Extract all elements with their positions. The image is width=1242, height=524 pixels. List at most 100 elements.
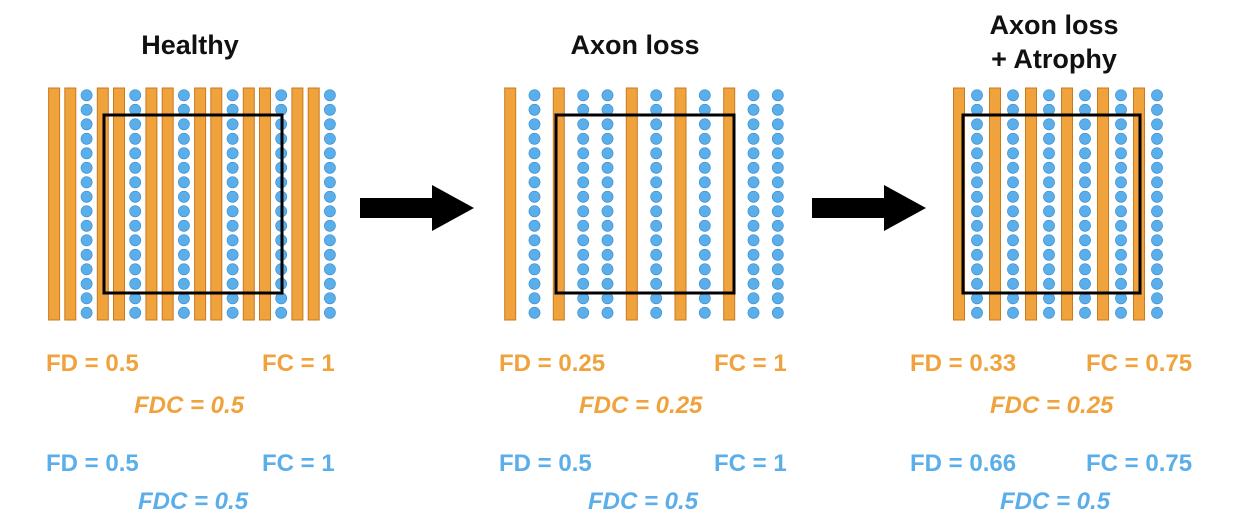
- blue-fiber-cross-section: [528, 161, 541, 174]
- blue-fiber-cross-section: [601, 248, 614, 261]
- blue-fiber-cross-section: [323, 292, 336, 305]
- blue-fiber-cross-section: [323, 205, 336, 218]
- blue-fiber-cross-section: [1079, 277, 1091, 290]
- blue-fiber-cross-section: [771, 190, 784, 203]
- blue-fiber-cross-section: [129, 263, 142, 276]
- blue-fiber-cross-section: [1151, 234, 1163, 247]
- panel-healthy: Healthy FD = 0.5 FC = 1 FDC = 0.5 FD = 0…: [0, 0, 400, 524]
- blue-fiber-cross-section: [1115, 277, 1127, 290]
- blue-fiber-cross-section: [80, 89, 93, 102]
- panel-title-line: Healthy: [141, 30, 239, 60]
- blue-fiber-cross-section: [528, 190, 541, 203]
- blue-fiber-cross-section: [1007, 132, 1019, 145]
- blue-fiber-cross-section: [771, 277, 784, 290]
- blue-fiber-cross-section: [577, 205, 590, 218]
- blue-fiber-cross-section: [80, 277, 93, 290]
- blue-fiber-cross-section: [1007, 190, 1019, 203]
- blue-fiber-cross-section: [226, 306, 239, 319]
- blue-fiber-cross-section: [177, 205, 190, 218]
- fiber-diagram: [48, 87, 336, 321]
- blue-fiber-cross-section: [129, 176, 142, 189]
- blue-fiber-cross-section: [80, 147, 93, 160]
- blue-fiber-cross-section: [577, 147, 590, 160]
- blue-fiber-cross-section: [323, 234, 336, 247]
- blue-fiber-cross-section: [177, 263, 190, 276]
- blue-fiber-cross-section: [747, 176, 760, 189]
- blue-fiber-cross-section: [1079, 263, 1091, 276]
- blue-fiber-cross-section: [1151, 292, 1163, 305]
- blue-fiber-cross-section: [1115, 306, 1127, 319]
- blue-fiber-cross-section: [771, 161, 784, 174]
- blue-fiber-cross-section: [1079, 190, 1091, 203]
- blue-fiber-cross-section: [650, 205, 663, 218]
- blue-fiber-cross-section: [528, 103, 541, 116]
- blue-fiber-cross-section: [226, 234, 239, 247]
- blue-fiber-cross-section: [1007, 161, 1019, 174]
- blue-fiber-cross-section: [971, 205, 983, 218]
- blue-fiber-cross-section: [1151, 118, 1163, 131]
- panel-title-line: + Atrophy: [991, 44, 1117, 74]
- blue-fiber-cross-section: [650, 248, 663, 261]
- blue-fiber-cross-section: [1007, 205, 1019, 218]
- orange-fiber: [307, 87, 320, 321]
- blue-fiber-cross-section: [129, 306, 142, 319]
- blue-fiber-cross-section: [1007, 234, 1019, 247]
- blue-fiber-cross-section: [323, 147, 336, 160]
- blue-fiber-cross-section: [80, 132, 93, 145]
- blue-fiber-cross-section: [1151, 89, 1163, 102]
- blue-fiber-cross-section: [601, 176, 614, 189]
- orange-fiber: [1061, 87, 1073, 321]
- blue-fiber-cross-section: [971, 219, 983, 232]
- blue-fiber-cross-section: [601, 219, 614, 232]
- voxel-box: [554, 113, 736, 295]
- blue-fiber-cross-section: [577, 219, 590, 232]
- blue-fiber-cross-section: [80, 292, 93, 305]
- blue-fiber-cross-section: [177, 132, 190, 145]
- blue-fiber-cross-section: [1151, 176, 1163, 189]
- blue-fiber-cross-section: [129, 190, 142, 203]
- blue-fiber-cross-section: [1151, 248, 1163, 261]
- blue-fiber-cross-section: [698, 190, 711, 203]
- blue-fiber-cross-section: [747, 292, 760, 305]
- blue-fiber-cross-section: [650, 219, 663, 232]
- orange-fiber: [242, 87, 255, 321]
- fdc-blue: FDC = 0.5: [588, 488, 699, 515]
- blue-fiber-cross-section: [528, 219, 541, 232]
- blue-fiber-cross-section: [1115, 161, 1127, 174]
- blue-fiber-cross-section: [323, 277, 336, 290]
- fiber-diagram: [504, 87, 784, 321]
- blue-fiber-cross-section: [528, 118, 541, 131]
- fd-blue: FD = 0.5: [499, 450, 592, 477]
- blue-fiber-cross-section: [601, 118, 614, 131]
- blue-fiber-cross-section: [1007, 176, 1019, 189]
- blue-fiber-cross-section: [771, 205, 784, 218]
- fd-orange: FD = 0.33: [910, 350, 1017, 377]
- blue-fiber-cross-section: [747, 118, 760, 131]
- blue-fiber-cross-section: [1043, 248, 1055, 261]
- blue-fiber-cross-section: [971, 234, 983, 247]
- blue-fiber-cross-section: [971, 89, 983, 102]
- blue-fiber-cross-section: [1115, 263, 1127, 276]
- blue-fiber-cross-section: [577, 248, 590, 261]
- blue-fiber-cross-section: [601, 234, 614, 247]
- blue-fiber-cross-section: [577, 89, 590, 102]
- panel-title: Healthy: [90, 28, 290, 62]
- blue-fiber-cross-section: [650, 132, 663, 145]
- blue-fiber-cross-section: [1007, 306, 1019, 319]
- blue-fiber-cross-section: [1151, 277, 1163, 290]
- blue-fiber-cross-section: [771, 234, 784, 247]
- blue-fiber-cross-section: [323, 161, 336, 174]
- panel-title-line: Axon loss: [989, 10, 1119, 40]
- orange-fiber: [674, 87, 687, 321]
- blue-fiber-cross-section: [226, 161, 239, 174]
- fc-orange: FC = 1: [714, 350, 787, 377]
- blue-fiber-cross-section: [747, 234, 760, 247]
- blue-fiber-cross-section: [323, 263, 336, 276]
- blue-fiber-cross-section: [323, 118, 336, 131]
- blue-fiber-cross-section: [226, 219, 239, 232]
- orange-fiber: [161, 87, 174, 321]
- blue-fiber-cross-section: [771, 248, 784, 261]
- blue-fiber-cross-section: [226, 190, 239, 203]
- blue-fiber-cross-section: [1115, 147, 1127, 160]
